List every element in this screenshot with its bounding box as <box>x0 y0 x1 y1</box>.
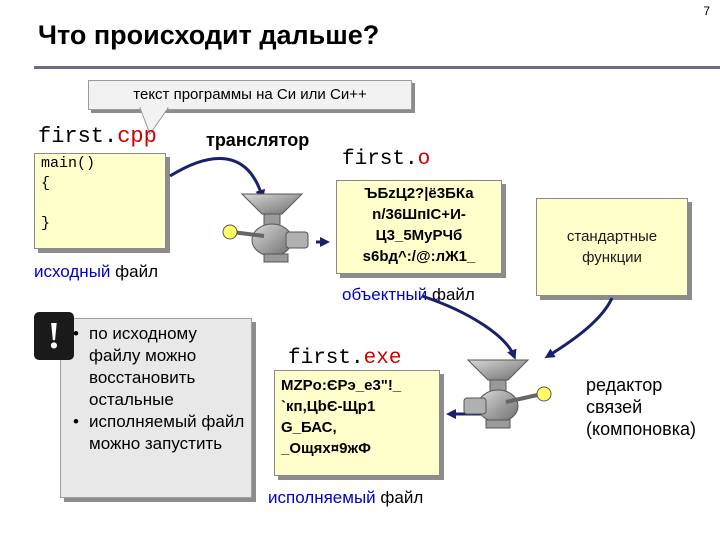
exe-content-line: _Ощях¤9жФ <box>281 440 371 457</box>
exe-filename-ext: exe <box>363 347 402 370</box>
exe-content-line: `кп,ЦbЄ-Щр1 <box>281 398 376 415</box>
note-bullet: по исходному файлу можно восстановить ос… <box>73 323 245 411</box>
code-line: } <box>41 215 51 232</box>
exe-file-label: исполняемый файл <box>268 488 423 508</box>
linker-label-line: связей <box>586 397 643 417</box>
linker-grinder-icon <box>463 359 552 429</box>
object-file-label: объектный файл <box>342 285 475 305</box>
exe-content-line: G_БАС, <box>281 419 337 436</box>
exe-content-line: MZPo:ЄРэ_е3"!_ <box>281 377 402 394</box>
object-content-line: s6bд^:/@:лЖ1_ <box>362 248 476 265</box>
standard-functions-line: функции <box>582 249 642 266</box>
object-content-line: ЪБzЦ2?|ё3БКа <box>364 185 474 202</box>
arrow-stdlib-to-linker <box>544 297 614 359</box>
arrow-source-to-translator <box>169 156 266 200</box>
standard-functions-box: стандартные функции <box>536 198 688 296</box>
code-line: { <box>41 175 51 192</box>
source-label-keyword: исходный <box>34 262 111 281</box>
source-filename: first.cpp <box>38 124 157 149</box>
object-filename-ext: o <box>417 148 431 171</box>
linker-label: редактор связей (компоновка) <box>586 374 696 440</box>
object-label-keyword: объектный <box>342 285 428 304</box>
exclamation-icon: ! <box>34 312 74 360</box>
program-text-callout: текст программы на Си или Си++ <box>88 80 412 110</box>
linker-label-line: (компоновка) <box>586 419 697 439</box>
exe-content-box: MZPo:ЄРэ_е3"!_ `кп,ЦbЄ-Щр1 G_БАС, _Ощях¤… <box>274 370 440 476</box>
standard-functions-line: стандартные <box>566 228 658 245</box>
page-number: 7 <box>703 4 710 18</box>
source-filename-base: first. <box>38 124 118 149</box>
translator-label: транслятор <box>206 130 310 150</box>
source-code-box: main() { } <box>34 153 166 249</box>
exe-filename-base: first. <box>288 347 364 370</box>
object-filename: first.o <box>342 148 430 171</box>
note-box: по исходному файлу можно восстановить ос… <box>60 318 252 498</box>
object-filename-base: first. <box>342 148 418 171</box>
arrow-object-to-linker <box>421 294 517 360</box>
object-content-line: n/36ШпІС+И- <box>372 206 466 223</box>
code-line: main() <box>41 155 96 172</box>
source-label-rest: файл <box>110 262 159 281</box>
linker-label-line: редактор <box>586 375 663 395</box>
translator-grinder-icon <box>222 193 309 263</box>
slide-title: Что происходит дальше? <box>38 20 380 50</box>
note-bullet: исполняемый файл можно запустить <box>73 411 245 455</box>
object-content-line: Ц3_5МуРЧб <box>375 227 463 244</box>
object-label-rest: файл <box>427 285 475 304</box>
exe-label-rest: файл <box>375 488 424 507</box>
source-file-label: исходный файл <box>34 262 158 282</box>
object-content-box: ЪБzЦ2?|ё3БКа n/36ШпІС+И- Ц3_5МуРЧб s6bд^… <box>336 180 502 274</box>
exe-label-keyword: исполняемый <box>268 488 376 507</box>
title-underline <box>34 66 720 69</box>
exe-filename: first.exe <box>288 347 401 370</box>
source-filename-ext: cpp <box>117 124 157 149</box>
